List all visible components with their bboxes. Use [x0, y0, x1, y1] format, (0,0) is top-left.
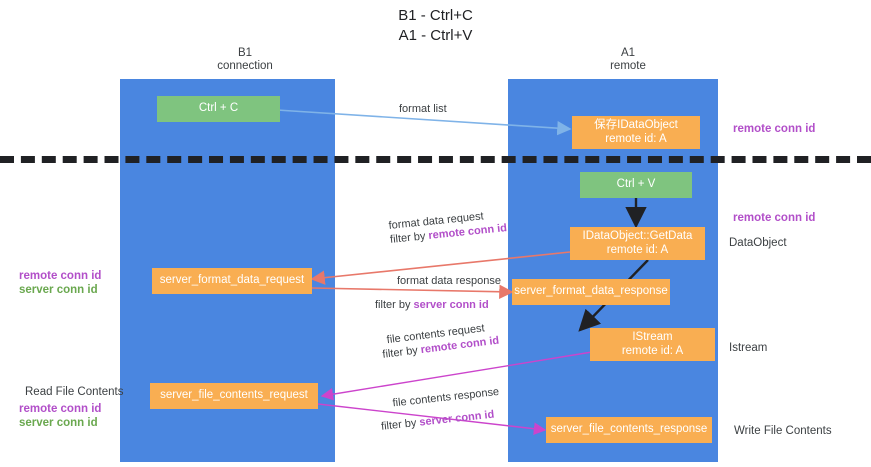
filter-prefix: filter by: [389, 230, 430, 246]
node-idataobject-getdata[interactable]: IDataObject::GetData remote id: A: [570, 227, 705, 260]
side-label-group-conn-ids: remote conn id server conn id: [19, 269, 101, 297]
side-label-dataobject: DataObject: [729, 237, 787, 249]
filter-prefix: filter by: [375, 299, 414, 311]
node-ctrl-v[interactable]: Ctrl + V: [580, 172, 692, 198]
edge-label-format-data-response: format data response filter by server co…: [375, 274, 501, 312]
side-label-remote-conn-id-top: remote conn id: [733, 123, 816, 135]
edge-label-file-contents-response-filter: filter by server conn id: [380, 407, 502, 434]
edge-label-format-list: format list: [399, 103, 447, 115]
side-label-write-file-contents: Write File Contents: [734, 425, 832, 437]
node-server-file-contents-response[interactable]: server_file_contents_response: [546, 417, 712, 443]
side-label-istream: Istream: [729, 342, 768, 354]
column-caption-b1-name: B1: [237, 47, 253, 59]
node-istream[interactable]: IStream remote id: A: [590, 328, 715, 361]
filter-key: server conn id: [413, 299, 489, 311]
column-caption-a1-sub: remote: [610, 60, 646, 72]
node-ctrl-c[interactable]: Ctrl + C: [157, 96, 280, 122]
filter-prefix: filter by: [380, 416, 421, 433]
column-caption-b1: B1 connection: [155, 47, 335, 73]
node-server-format-data-request[interactable]: server_format_data_request: [152, 268, 312, 294]
edge-label-format-data-response-main: format data response: [397, 275, 501, 287]
diagram-title-line-1: B1 - Ctrl+C: [398, 7, 473, 24]
diagram-title: B1 - Ctrl+C A1 - Ctrl+V: [0, 6, 871, 46]
side-label-server-conn-id-left-2: server conn id: [19, 417, 98, 429]
filter-key: server conn id: [418, 408, 495, 429]
edge-label-file-contents-response: file contents response filter by server …: [378, 385, 502, 434]
node-save-idataobject[interactable]: 保存IDataObject remote id: A: [572, 116, 700, 149]
side-label-server-conn-id-left: server conn id: [19, 284, 98, 296]
diagram-title-line-2: A1 - Ctrl+V: [398, 27, 473, 44]
column-caption-a1-name: A1: [620, 47, 636, 59]
side-label-group-conn-ids-2: remote conn id server conn id: [19, 402, 101, 430]
edge-label-format-data-request: format data request filter by remote con…: [388, 207, 508, 247]
filter-prefix: filter by: [381, 344, 422, 361]
side-label-remote-conn-id-left-2: remote conn id: [19, 403, 102, 415]
column-caption-a1: A1 remote: [538, 47, 718, 73]
node-server-format-data-response[interactable]: server_format_data_response: [512, 279, 670, 305]
edge-label-file-contents-request: file contents request filter by remote c…: [380, 320, 500, 362]
side-label-read-file-contents: Read File Contents: [25, 386, 124, 398]
side-label-remote-conn-id-mid: remote conn id: [733, 212, 816, 224]
section-divider: [0, 156, 871, 163]
side-label-remote-conn-id-left: remote conn id: [19, 270, 102, 282]
column-caption-b1-sub: connection: [217, 60, 273, 72]
edge-label-format-data-response-filter: filter by server conn id: [375, 298, 501, 312]
node-server-file-contents-request[interactable]: server_file_contents_request: [150, 383, 318, 409]
